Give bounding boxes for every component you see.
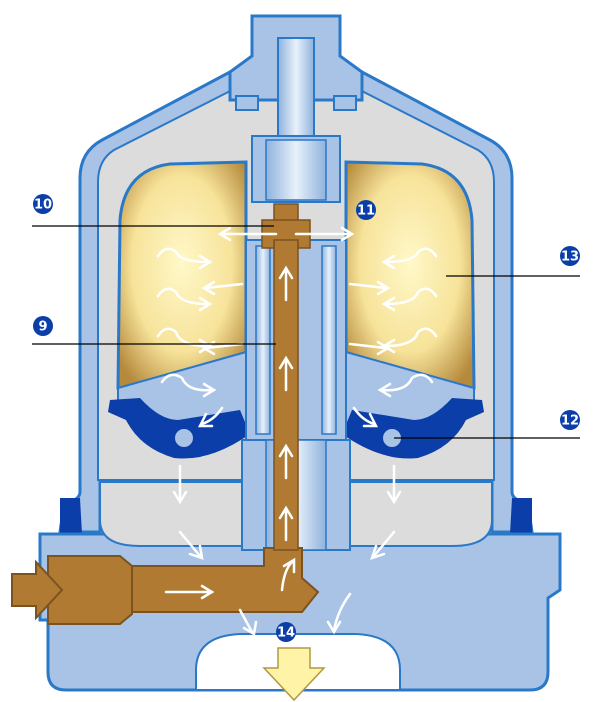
oil-feed-passage <box>131 547 320 613</box>
rotor-bowl-left-half <box>116 160 248 390</box>
callout-label-13: 13 <box>561 250 579 265</box>
callout-marker-10: 10 <box>33 194 53 214</box>
swirl-left-4 <box>160 373 217 398</box>
outlet-arrow <box>262 647 326 702</box>
arrow-up-3 <box>278 355 294 392</box>
arrow-drain-right <box>386 464 402 505</box>
oil-distribution-head <box>261 219 311 249</box>
swirl-right-1 <box>381 247 438 270</box>
callout-marker-13: 13 <box>560 246 580 266</box>
swirl-left-3 <box>156 327 213 354</box>
arrow-jet-right <box>352 406 379 428</box>
swirl-right-2 <box>381 287 438 312</box>
arrow-curve-up <box>280 557 296 592</box>
spindle-hub-inner <box>265 139 327 201</box>
arrow-up-1 <box>278 505 294 542</box>
swirl-left-2 <box>156 287 213 312</box>
swirl-right-4 <box>377 373 434 398</box>
arrow-left-mid-1 <box>201 280 244 296</box>
rotor-bowl <box>108 160 484 459</box>
arrow-feed-right <box>164 584 215 600</box>
drain-chamber-right <box>321 481 493 547</box>
arrow-right-mid-1 <box>348 280 391 296</box>
arrow-diag-right <box>370 530 396 560</box>
cap-nut-left <box>235 95 259 111</box>
rotor-bowl-right-half <box>344 160 476 390</box>
oil-inlet-pipe <box>47 555 133 625</box>
callout-label-10: 10 <box>34 198 52 213</box>
arrow-up-2 <box>278 443 294 480</box>
nozzle-housing-right <box>342 398 484 459</box>
drain-chamber-left <box>99 481 271 547</box>
spindle-tube-right-wall <box>321 245 337 435</box>
oil-flow-path <box>11 203 320 625</box>
arrow-out-left <box>217 226 278 242</box>
callout-label-11: 11 <box>357 204 375 219</box>
inlet-arrow <box>11 559 64 621</box>
spindle-tube-left-wall <box>255 245 271 435</box>
callout-label-12: 12 <box>561 414 579 429</box>
arrow-diag-left <box>178 530 204 560</box>
arrow-up-4 <box>278 265 294 302</box>
leader-lines <box>32 225 580 439</box>
callout-markers: 10 11 13 9 12 14 <box>33 194 580 642</box>
arrow-jet-left <box>197 406 224 428</box>
seal-ring-right <box>510 498 532 534</box>
cap-nut-right <box>333 95 357 111</box>
callout-marker-14: 14 <box>276 622 296 642</box>
spindle-top <box>277 37 315 139</box>
callout-label-14: 14 <box>277 626 295 641</box>
arrow-down-left <box>238 608 258 637</box>
arrow-right-mid-2 <box>348 340 391 356</box>
seal-ring-left <box>60 498 82 534</box>
arrow-down-right <box>326 592 352 635</box>
swirl-left-1 <box>156 247 213 270</box>
callout-marker-9: 9 <box>33 316 53 336</box>
arrow-out-right <box>294 226 355 242</box>
jet-nozzle-left <box>173 427 195 449</box>
callout-marker-12: 12 <box>560 410 580 430</box>
callout-marker-11: 11 <box>356 200 376 220</box>
arrow-drain-left <box>172 464 188 505</box>
callout-label-9: 9 <box>38 320 47 335</box>
